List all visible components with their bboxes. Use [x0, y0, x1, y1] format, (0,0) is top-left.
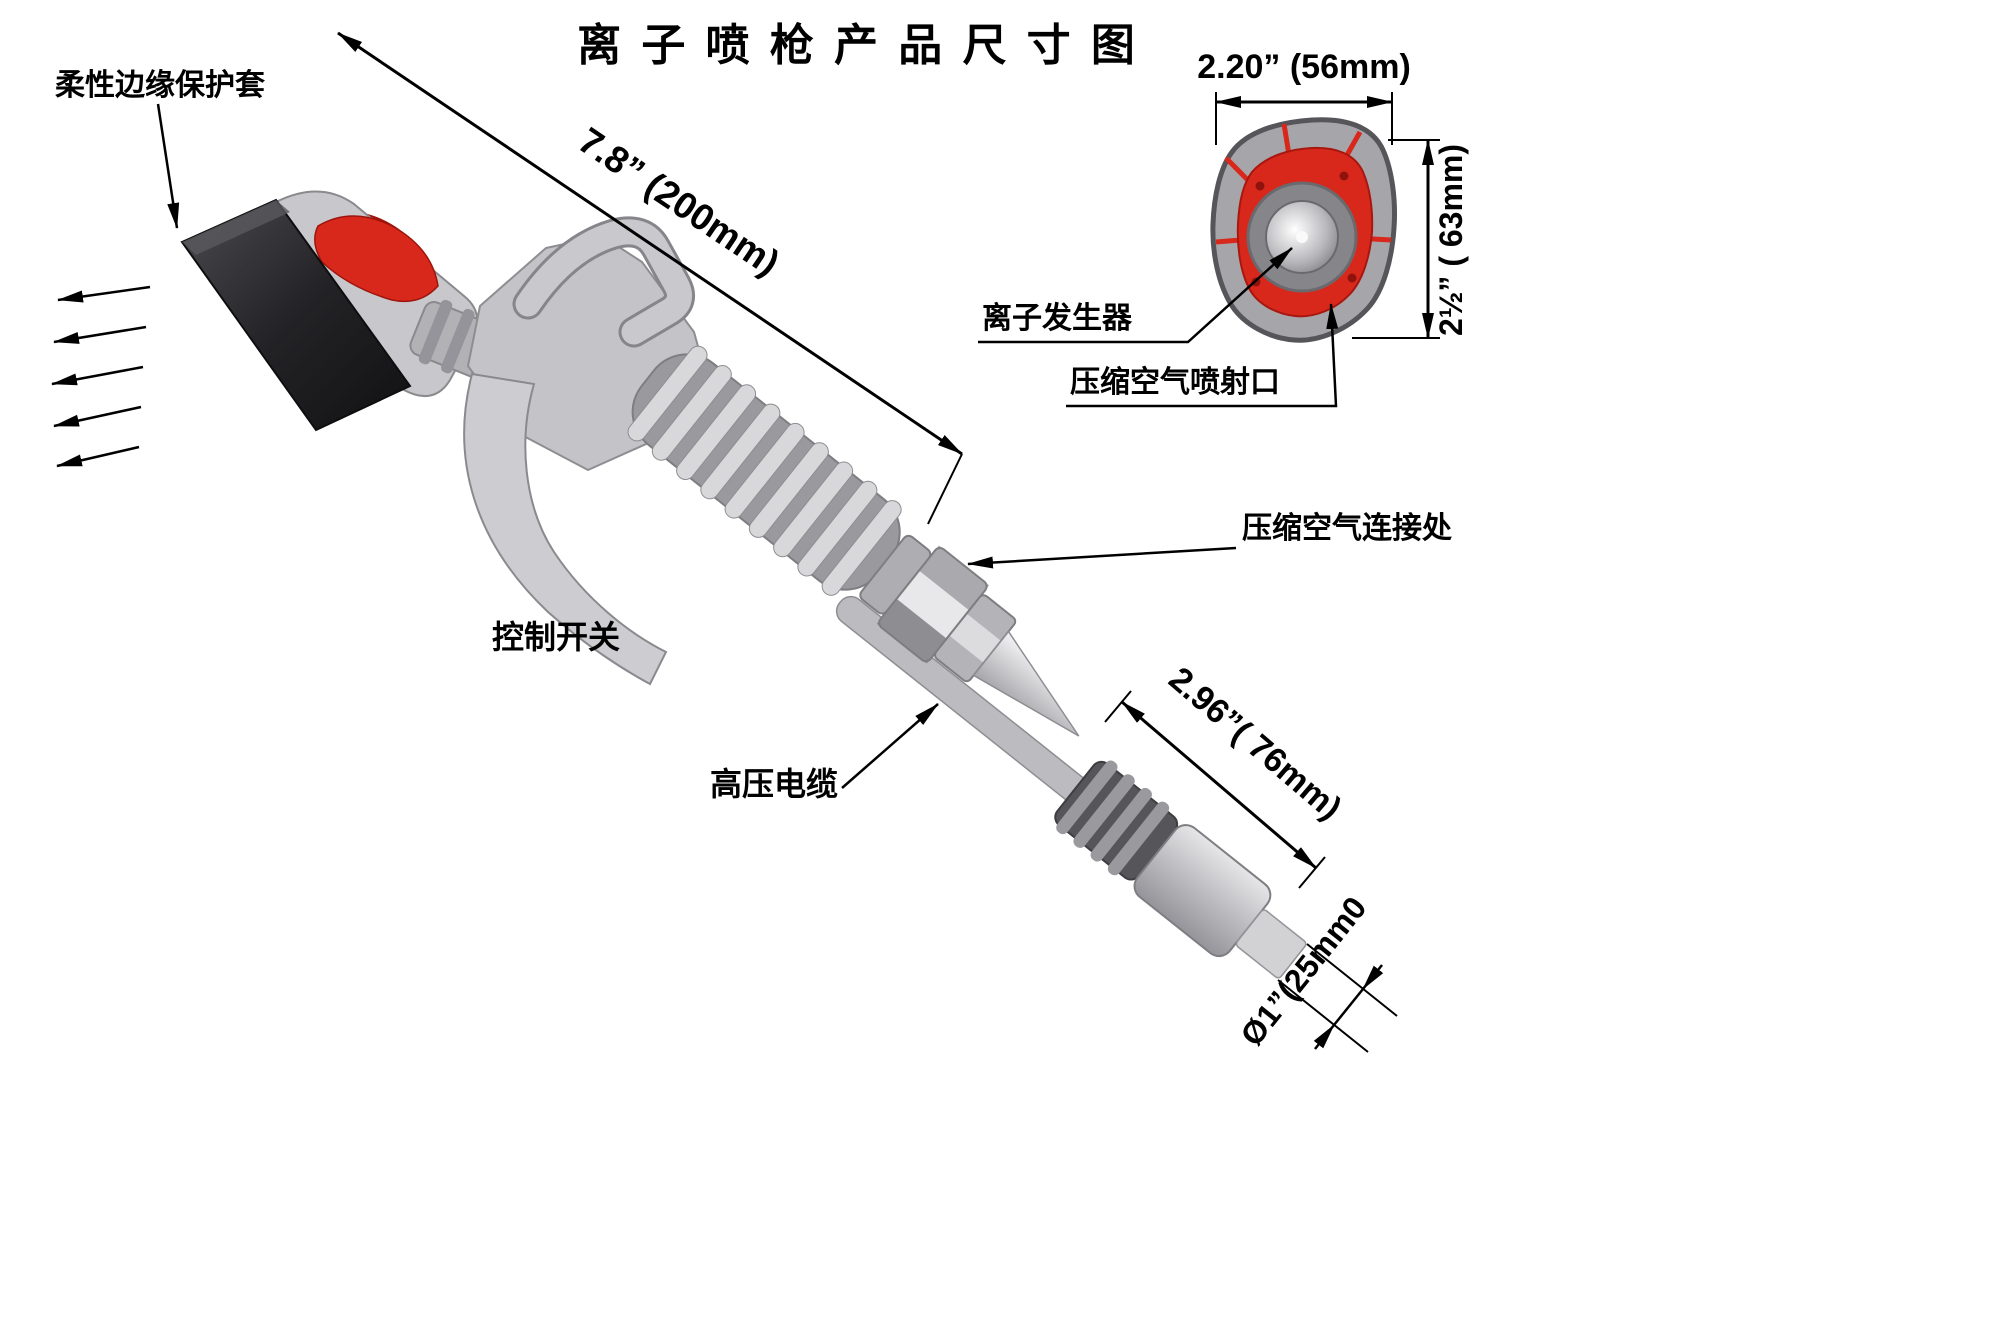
gun-rear-group — [627, 345, 1307, 979]
ion-generator-point — [1296, 231, 1308, 243]
dim-section-width: 2.20” (56mm) — [1197, 48, 1411, 145]
electrode-tip — [972, 630, 1080, 737]
callout-control-switch: 控制开关 — [492, 619, 620, 655]
dim-section-height: 2½” ( 63mm) — [1352, 139, 1469, 339]
nozzle-plate-edge — [182, 200, 290, 255]
air-connection-label: 压缩空气连接处 — [1242, 512, 1452, 545]
callout-ion-generator: 离子发生器 — [978, 247, 1293, 344]
callout-air-connection: 压缩空气连接处 — [967, 512, 1452, 569]
page-title: 离 子 喷 枪 产 品 尺 寸 图 — [577, 21, 1139, 70]
callout-hv-cable: 高压电缆 — [710, 703, 939, 802]
grip-ribs — [627, 345, 902, 596]
dim-connector-length-label: 2.96”( 76mm) — [1162, 660, 1349, 828]
air-fitting-nut — [876, 545, 1017, 683]
air-jet-label: 压缩空气喷射口 — [1070, 366, 1280, 399]
ion-flow-arrows — [51, 285, 151, 468]
hv-cable-label: 高压电缆 — [710, 766, 838, 802]
gun-head-group — [180, 190, 505, 432]
plug-pin — [1235, 909, 1307, 979]
flexible-sleeve-label: 柔性边缘保护套 — [55, 69, 265, 102]
callout-flexible-sleeve: 柔性边缘保护套 — [55, 69, 265, 229]
nozzle-cross-section — [1210, 117, 1397, 343]
ion-generator-label: 离子发生器 — [982, 302, 1133, 335]
callout-air-jet: 压缩空气喷射口 — [1066, 303, 1339, 408]
control-switch-label: 控制开关 — [492, 619, 620, 655]
dim-section-height-label: 2½” ( 63mm) — [1433, 144, 1469, 336]
dim-section-width-label: 2.20” (56mm) — [1197, 48, 1411, 86]
